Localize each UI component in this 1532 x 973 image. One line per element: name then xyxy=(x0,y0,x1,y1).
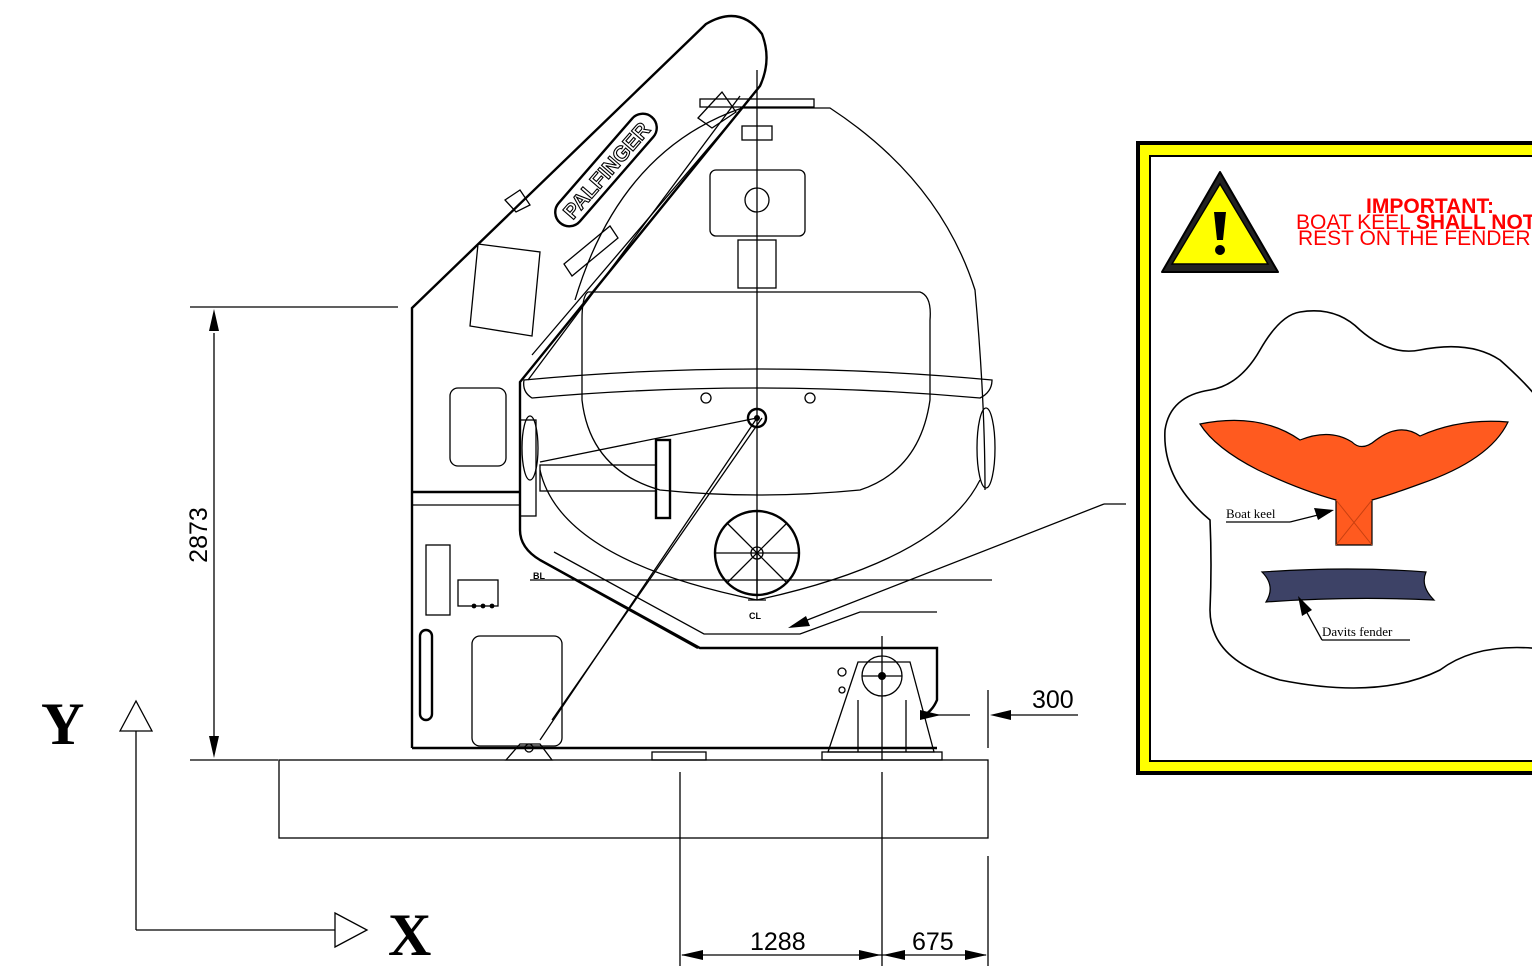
davits-fender-label: Davits fender xyxy=(1322,624,1393,639)
x-axis-arrow-icon xyxy=(334,911,369,949)
lifeboat: BL CL xyxy=(519,98,996,621)
baseline-mark: BL xyxy=(533,571,545,581)
base-dimensions: 1288 675 xyxy=(679,772,989,966)
height-dimension-value: 2873 xyxy=(185,507,213,563)
centerline-mark: CL xyxy=(749,611,761,621)
base-offset-2-value: 675 xyxy=(912,928,954,956)
height-dimension: 2873 xyxy=(185,306,398,761)
coordinate-axes: Y X xyxy=(41,691,431,968)
warning-line-2: BOAT KEEL SHALL NOT xyxy=(1296,211,1532,234)
callout-leader xyxy=(788,503,1126,628)
warning-line-3: REST ON THE FENDER xyxy=(1298,227,1531,250)
warning-triangle-icon xyxy=(1161,171,1279,273)
boat-keel-shape xyxy=(1199,419,1509,546)
davits-fender-shape xyxy=(1260,568,1436,603)
base-offset-1-value: 1288 xyxy=(750,928,806,956)
foundation-base xyxy=(278,759,989,839)
boat-keel-label: Boat keel xyxy=(1226,506,1276,521)
fender-pedestal xyxy=(651,636,943,761)
logo-text: PALFINGER xyxy=(559,118,655,223)
clearance-dimension-value: 300 xyxy=(1032,686,1074,714)
x-axis-label: X xyxy=(388,902,431,968)
clearance-dimension: 300 xyxy=(920,686,1078,748)
warning-title: IMPORTANT: xyxy=(1366,195,1494,218)
warning-callout: IMPORTANT: BOAT KEEL SHALL NOT REST ON T… xyxy=(1136,141,1532,775)
y-axis-arrow-icon xyxy=(118,699,154,732)
y-axis-label: Y xyxy=(41,691,84,757)
